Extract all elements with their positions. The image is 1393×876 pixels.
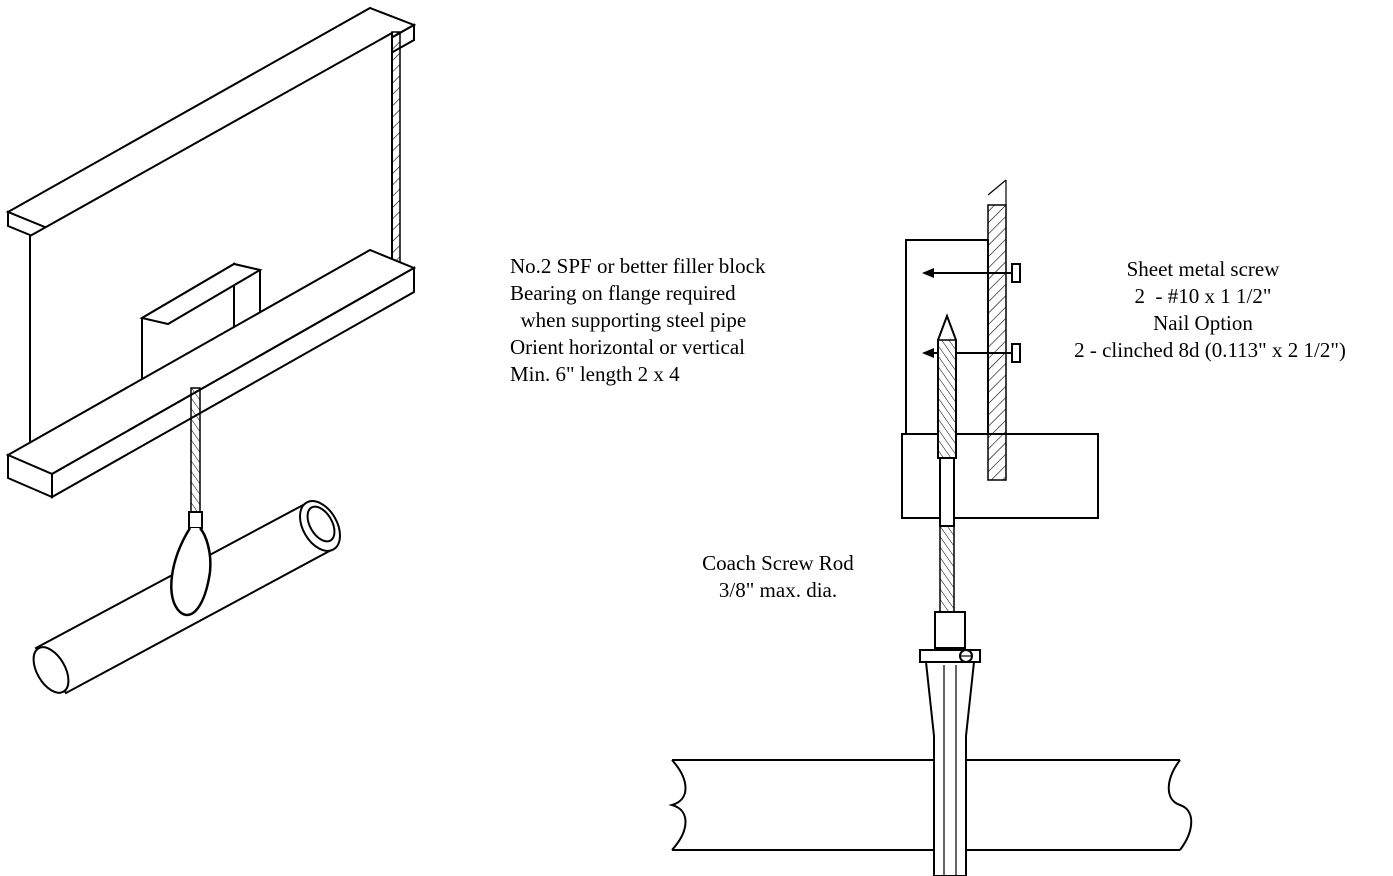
fastener-label: Sheet metal screw 2 - #10 x 1 1/2" Nail …: [1074, 257, 1346, 362]
hanger-rod-iso: [188, 387, 203, 529]
coupling-nut: [934, 611, 966, 649]
rod-line-1: Coach Screw Rod: [702, 551, 854, 575]
filler-block-label: No.2 SPF or better filler block Bearing …: [510, 254, 766, 386]
web-edge: [391, 31, 401, 265]
fastener-line-4: 2 - clinched 8d (0.113" x 2 1/2"): [1074, 338, 1346, 362]
isometric-view: [5, 6, 417, 695]
filler-block-line-4: Orient horizontal or vertical: [510, 335, 745, 359]
rod-line-2: 3/8" max. dia.: [719, 578, 837, 602]
section-view: [668, 179, 1193, 876]
filler-block-line-2: Bearing on flange required: [510, 281, 736, 305]
fastener-line-3: Nail Option: [1153, 311, 1253, 335]
filler-block-line-1: No.2 SPF or better filler block: [510, 254, 766, 278]
fastener-line-2: 2 - #10 x 1 1/2": [1135, 284, 1272, 308]
filler-block-line-3: when supporting steel pipe: [510, 308, 746, 332]
filler-block-line-5: Min. 6" length 2 x 4: [510, 362, 680, 386]
bottom-flange: [5, 248, 417, 499]
coach-screw-rod: [934, 313, 966, 649]
pipe-section: [668, 736, 1193, 876]
clevis-hanger-iso: [170, 527, 212, 617]
rod-label: Coach Screw Rod 3/8" max. dia.: [702, 551, 854, 602]
sheet-metal-screw-upper: [922, 263, 1021, 283]
fastener-line-1: Sheet metal screw: [1127, 257, 1281, 281]
clevis-hanger-section: [919, 649, 981, 876]
